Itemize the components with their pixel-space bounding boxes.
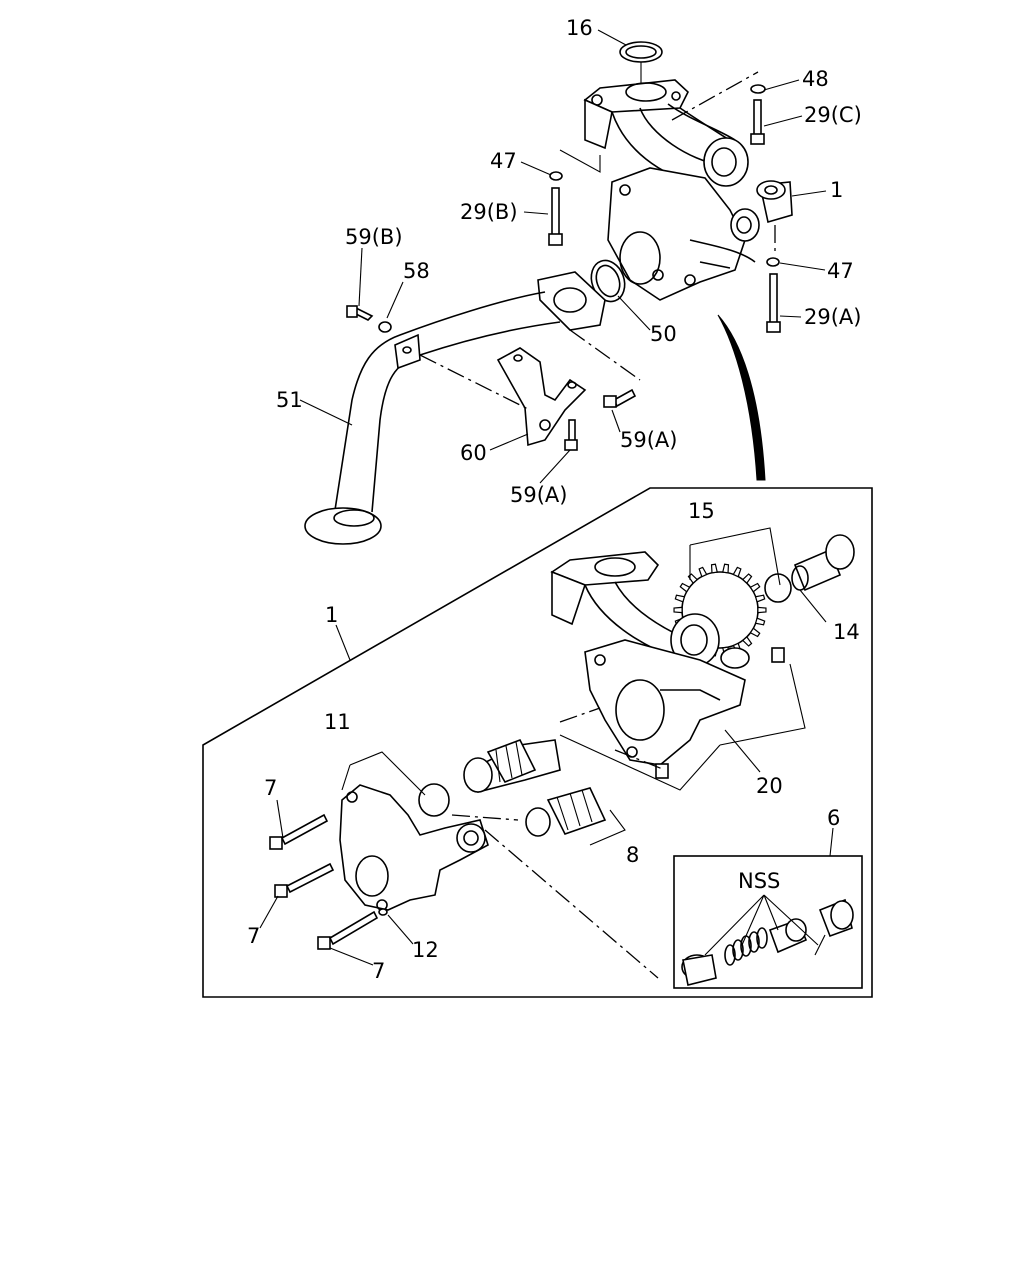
detail-frame	[202, 487, 873, 998]
o-ring-50	[590, 259, 626, 303]
label-1-upper: 1	[830, 178, 843, 202]
label-8: 8	[626, 843, 639, 867]
detail-pointer-arrow	[717, 314, 766, 481]
label-29a: 29(A)	[804, 305, 861, 329]
label-14: 14	[833, 620, 860, 644]
label-59a-right: 59(A)	[620, 428, 677, 452]
label-7-mid: 7	[247, 924, 260, 948]
label-47-lower: 47	[827, 259, 854, 283]
label-16: 16	[566, 16, 593, 40]
label-60: 60	[460, 441, 487, 465]
label-29c: 29(C)	[804, 103, 862, 127]
pump-cover	[339, 784, 659, 979]
label-6: 6	[827, 806, 840, 830]
gear-tooth	[722, 563, 730, 574]
leader-lines	[259, 29, 834, 966]
label-20: 20	[756, 774, 783, 798]
label-nss: NSS	[738, 869, 780, 893]
cover-bolts	[269, 813, 388, 950]
gear-tooth	[741, 636, 753, 647]
gear-tooth	[679, 582, 691, 593]
gear-tooth	[749, 582, 761, 593]
label-59b: 59(B)	[345, 225, 403, 249]
fasteners-upper	[346, 84, 781, 451]
label-58: 58	[403, 259, 430, 283]
gear-tooth	[710, 563, 718, 574]
oil-strainer-pipe-51	[304, 271, 606, 545]
gear-tooth	[749, 627, 761, 638]
oil-pump-assembly-upper	[559, 41, 793, 301]
label-29b: 29(B)	[460, 200, 518, 224]
relief-valve-parts	[681, 894, 854, 986]
gear-tooth	[698, 566, 708, 578]
gear-tooth	[674, 594, 686, 603]
label-7-bottom: 7	[372, 959, 385, 983]
gear-tooth	[741, 573, 753, 584]
label-12: 12	[412, 938, 439, 962]
label-48: 48	[802, 67, 829, 91]
label-1-detail: 1	[325, 603, 338, 627]
label-15: 15	[688, 499, 715, 523]
nss-box	[673, 855, 863, 989]
gear-tooth	[757, 606, 767, 614]
pump-gears	[341, 738, 626, 846]
gear-tooth	[732, 566, 742, 578]
gear-tooth	[754, 617, 766, 626]
label-51: 51	[276, 388, 303, 412]
label-59a-lower: 59(A)	[510, 483, 567, 507]
label-47-upper: 47	[490, 149, 517, 173]
label-50: 50	[650, 322, 677, 346]
bracket-60	[419, 329, 641, 447]
gear-tooth	[754, 594, 766, 603]
label-11: 11	[324, 710, 351, 734]
label-7-top: 7	[264, 776, 277, 800]
oil-pump-assembly-detail	[550, 527, 855, 791]
gear-tooth	[673, 606, 683, 614]
